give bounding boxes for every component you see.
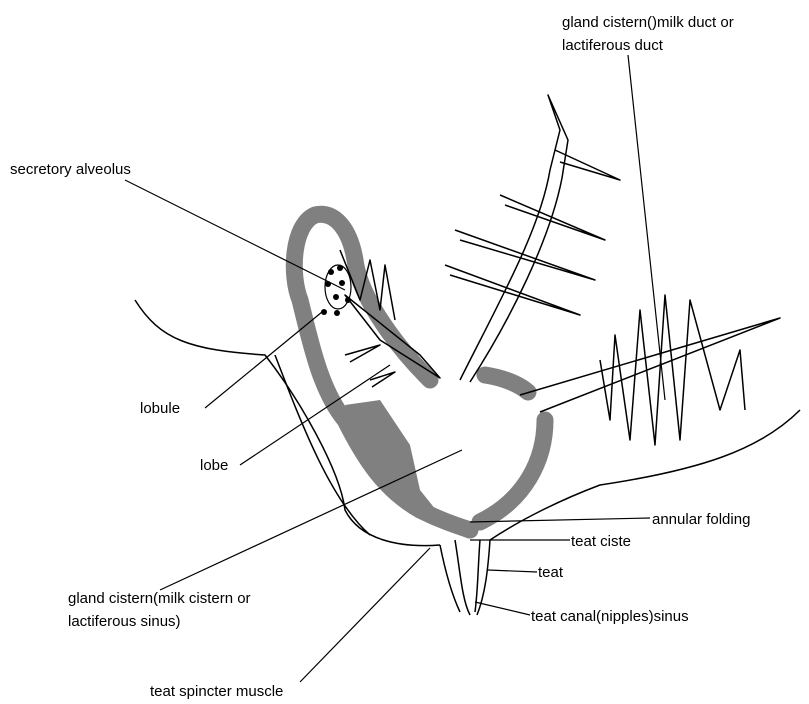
label-lobe: lobe bbox=[200, 457, 228, 474]
label-teat: teat bbox=[538, 564, 564, 581]
leader-milk-duct bbox=[628, 55, 665, 400]
leader-teat-sphincter bbox=[300, 548, 430, 682]
duct-branch-2 bbox=[500, 195, 605, 240]
leader-teat-canal bbox=[475, 602, 530, 615]
lobe-tissue-right bbox=[480, 375, 545, 522]
label-teat-sphincter: teat spincter muscle bbox=[150, 683, 283, 700]
label-milk-duct-line1: gland cistern()milk duct or bbox=[562, 14, 734, 31]
duct-spikes-right bbox=[600, 295, 745, 445]
label-gland-cistern-line2: lactiferous sinus) bbox=[68, 613, 181, 630]
alveolus-cluster bbox=[321, 265, 351, 316]
label-gland-cistern-line1: gland cistern(milk cistern or bbox=[68, 590, 251, 607]
leader-secretory-alveolus bbox=[125, 180, 345, 290]
label-annular-folding: annular folding bbox=[652, 511, 750, 528]
duct-branch-3 bbox=[455, 230, 595, 280]
leader-teat bbox=[488, 570, 537, 572]
lactiferous-duct-main bbox=[460, 95, 568, 382]
label-teat-canal: teat canal(nipples)sinus bbox=[531, 608, 689, 625]
label-teat-cistern: teat ciste bbox=[571, 533, 631, 550]
label-secretory-alveolus: secretory alveolus bbox=[10, 161, 131, 178]
leader-lobule bbox=[205, 312, 322, 408]
label-milk-duct-line2: lactiferous duct bbox=[562, 37, 664, 54]
label-lobule: lobule bbox=[140, 400, 180, 417]
